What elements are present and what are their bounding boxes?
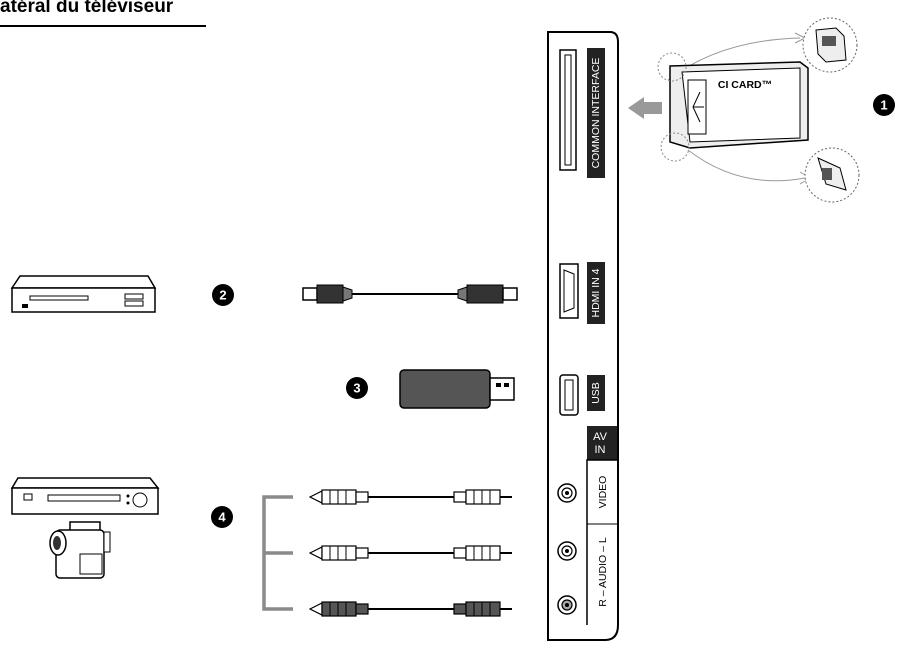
usb-text: USB: [590, 382, 602, 404]
av-bracket: [586, 459, 617, 625]
step-1-badge: 1: [873, 94, 895, 116]
common-interface-text: COMMON INTERFACE: [590, 58, 602, 169]
video-label: VIDEO: [597, 476, 609, 509]
hdmi-port: [559, 263, 579, 319]
rca-cable-audio-right: [308, 601, 512, 617]
rca-cable-video: [308, 489, 512, 505]
hdmi-text: HDMI IN 4: [590, 268, 602, 317]
common-interface-label: COMMON INTERFACE: [587, 48, 605, 178]
av-cable-bracket: [262, 495, 293, 611]
insert-arrow-icon: [628, 97, 662, 119]
hdmi-cable: [302, 284, 518, 304]
video-jack: [557, 483, 577, 503]
step-4-number: 4: [218, 510, 226, 525]
step-1-number: 1: [880, 98, 887, 113]
audio-right-jack: [557, 595, 577, 615]
av-in-text-2: IN: [595, 444, 606, 456]
av-in-label: AV IN: [587, 426, 617, 460]
title-underline: [0, 25, 206, 27]
usb-label: USB: [587, 375, 605, 411]
step-3-number: 3: [353, 381, 360, 396]
vcr-device: [10, 477, 160, 515]
ci-card-detail-bottom: [804, 147, 860, 203]
step-3-badge: 3: [346, 377, 368, 399]
audio-left-jack: [557, 541, 577, 561]
common-interface-slot: [559, 49, 577, 171]
ci-card-label: CI CARD™: [718, 79, 772, 91]
audio-label: R – AUDIO – L: [597, 537, 609, 607]
set-top-box-device: [10, 275, 157, 313]
ci-card-illustration: CI CARD™: [657, 32, 811, 185]
usb-port: [559, 374, 579, 416]
page-title: atéral du téléviseur: [0, 0, 174, 17]
hdmi-label: HDMI IN 4: [587, 262, 605, 324]
step-2-badge: 2: [212, 284, 234, 306]
ci-card-detail-top: [802, 17, 858, 73]
av-in-text-1: AV: [593, 431, 608, 443]
step-4-badge: 4: [211, 506, 233, 528]
usb-drive: [399, 369, 515, 409]
step-2-number: 2: [219, 288, 226, 303]
camcorder-device: [49, 521, 111, 579]
rca-cable-audio-left: [308, 545, 512, 561]
